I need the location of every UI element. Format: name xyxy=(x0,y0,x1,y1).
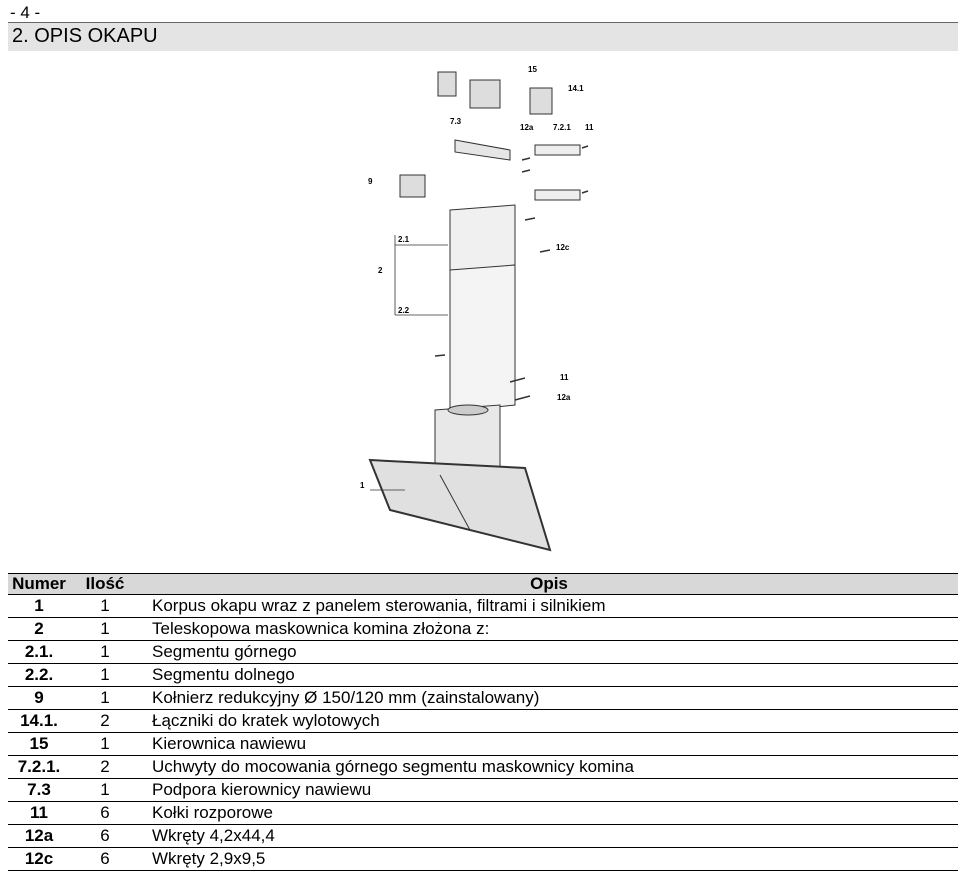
cell-num: 9 xyxy=(8,686,70,710)
diagram-label: 2.1 xyxy=(398,235,410,244)
cell-num: 2.2. xyxy=(8,663,70,687)
cell-qty: 1 xyxy=(70,778,140,802)
cell-qty: 6 xyxy=(70,847,140,871)
cell-desc: Kołnierz redukcyjny Ø 150/120 mm (zainst… xyxy=(140,686,958,710)
cell-desc: Uchwyty do mocowania górnego segmentu ma… xyxy=(140,755,958,779)
diagram-label: 14.1 xyxy=(568,84,584,93)
cell-qty: 1 xyxy=(70,617,140,641)
cell-qty: 1 xyxy=(70,594,140,618)
diagram-label: 11 xyxy=(560,373,569,382)
diagram-label: 1 xyxy=(360,481,365,490)
cell-qty: 1 xyxy=(70,640,140,664)
diagram-label: 12a xyxy=(520,123,534,132)
cell-desc: Segmentu dolnego xyxy=(140,663,958,687)
cell-desc: Kierownica nawiewu xyxy=(140,732,958,756)
page-number: - 4 - xyxy=(10,3,41,22)
cell-num: 14.1. xyxy=(8,709,70,733)
diagram-label: 12a xyxy=(557,393,571,402)
cell-qty: 1 xyxy=(70,732,140,756)
header-desc: Opis xyxy=(140,573,958,595)
cell-desc: Wkręty 4,2x44,4 xyxy=(140,824,958,848)
cell-desc: Podpora kierownicy nawiewu xyxy=(140,778,958,802)
diagram-label: 7.2.1 xyxy=(553,123,571,132)
cell-num: 15 xyxy=(8,732,70,756)
cell-qty: 2 xyxy=(70,755,140,779)
cell-desc: Segmentu górnego xyxy=(140,640,958,664)
header-qty: Ilość xyxy=(70,573,140,595)
cell-num: 7.3 xyxy=(8,778,70,802)
cell-qty: 2 xyxy=(70,709,140,733)
diagram-labels: 15 14.1 7.3 12a 7.2.1 11 9 2.1 12c 2 2.2… xyxy=(360,65,594,490)
diagram-label: 2 xyxy=(378,266,383,275)
section-title: 2. OPIS OKAPU xyxy=(12,25,158,47)
cell-desc: Łączniki do kratek wylotowych xyxy=(140,709,958,733)
exploded-diagram: 15 14.1 7.3 12a 7.2.1 11 9 2.1 12c 2 2.2… xyxy=(350,60,594,552)
cell-qty: 1 xyxy=(70,663,140,687)
cell-desc: Wkręty 2,9x9,5 xyxy=(140,847,958,871)
cell-desc: Teleskopowa maskownica komina złożona z: xyxy=(140,617,958,641)
header-num: Numer xyxy=(8,573,70,595)
diagram-label: 12c xyxy=(556,243,570,252)
cell-qty: 6 xyxy=(70,801,140,825)
cell-num: 11 xyxy=(8,801,70,825)
cell-num: 7.2.1. xyxy=(8,755,70,779)
cell-desc: Kołki rozporowe xyxy=(140,801,958,825)
cell-num: 2 xyxy=(8,617,70,641)
hood-diagram-svg: 15 14.1 7.3 12a 7.2.1 11 9 2.1 12c 2 2.2… xyxy=(360,65,594,552)
diagram-label: 7.3 xyxy=(450,117,462,126)
section-title-bar: 2. OPIS OKAPU xyxy=(8,22,958,51)
diagram-label: 2.2 xyxy=(398,306,410,315)
cell-num: 1 xyxy=(8,594,70,618)
diagram-label: 15 xyxy=(528,65,537,74)
cell-num: 2.1. xyxy=(8,640,70,664)
diagram-label: 11 xyxy=(585,123,594,132)
cell-qty: 6 xyxy=(70,824,140,848)
table-header-row: Numer Ilość Opis xyxy=(8,573,958,595)
cell-desc: Korpus okapu wraz z panelem sterowania, … xyxy=(140,594,958,618)
cell-num: 12c xyxy=(8,847,70,871)
diagram-label: 9 xyxy=(368,177,373,186)
cell-qty: 1 xyxy=(70,686,140,710)
cell-num: 12a xyxy=(8,824,70,848)
